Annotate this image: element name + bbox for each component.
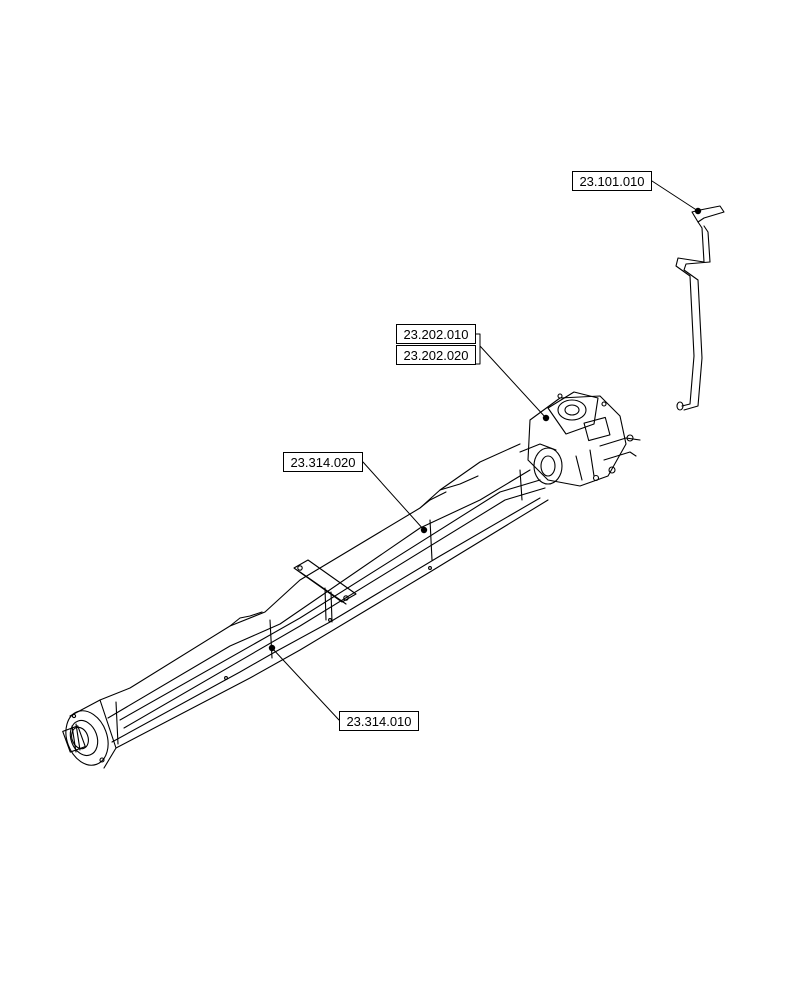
callout-23-101-010[interactable]: 23.101.010 [572,171,652,191]
drive-shaft [119,479,546,729]
leader-dots [268,207,702,652]
callout-23-314-010[interactable]: 23.314.010 [339,711,419,731]
end-flange [62,699,117,769]
callout-23-202-010[interactable]: 23.202.010 [396,324,476,344]
valve-block [519,391,641,487]
control-lever [675,205,725,411]
callout-23-314-020[interactable]: 23.314.020 [283,452,363,472]
leader-lines [271,180,699,721]
mounting-bracket [293,559,357,623]
shaft-housing [99,443,549,749]
callout-23-202-020[interactable]: 23.202.020 [396,345,476,365]
